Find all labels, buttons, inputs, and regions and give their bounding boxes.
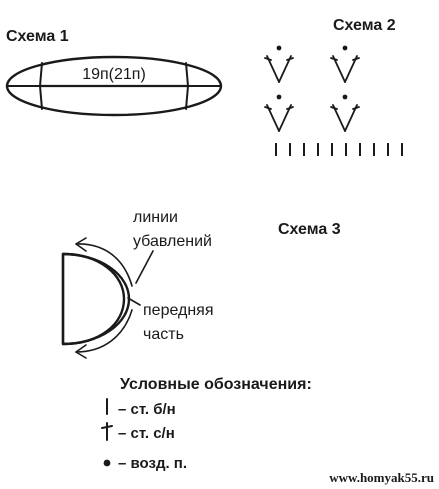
scheme-1-title: Схема 1 [6, 28, 69, 45]
scheme-2-title: Схема 2 [333, 17, 396, 34]
legend-item-single-crochet: – ст. б/н [118, 401, 176, 418]
decrease-arrows [75, 237, 154, 359]
chain-stitch-symbol-icon [103, 459, 111, 467]
double-crochet-symbol-icon [101, 422, 113, 441]
v-stitch-group [330, 94, 360, 132]
watermark: www.homyak55.ru [329, 470, 434, 485]
scheme-3: Схема 3 линии убавлений передняя часть [61, 209, 341, 359]
v-stitch-group [330, 45, 360, 83]
scheme-1-oval-shape [5, 55, 223, 117]
front-part-label-line1: передняя [143, 302, 214, 319]
scheme-1-stitch-count: 19п(21п) [82, 66, 146, 83]
legend-item-double-crochet: – ст. с/н [118, 425, 175, 442]
v-stitch-group [264, 94, 294, 132]
legend-title: Условные обозначения: [120, 376, 312, 393]
decrease-lines-label-line2: убавлений [133, 233, 212, 250]
front-part-label-line2: часть [143, 326, 184, 343]
half-circle-piece [61, 252, 131, 346]
decrease-lines-label-line1: линии [133, 209, 178, 226]
scheme-3-title: Схема 3 [278, 221, 341, 238]
scheme-1: Схема 1 19п(21п) [5, 28, 223, 117]
scheme-2: Схема 2 [264, 17, 403, 156]
single-crochet-row [275, 143, 403, 156]
scheme-2-stitch-pattern [264, 45, 403, 156]
legend-item-chain-stitch: – возд. п. [118, 455, 187, 472]
v-stitch-group [264, 45, 294, 83]
legend: Условные обозначения: – ст. б/н – ст. с/… [101, 376, 312, 472]
